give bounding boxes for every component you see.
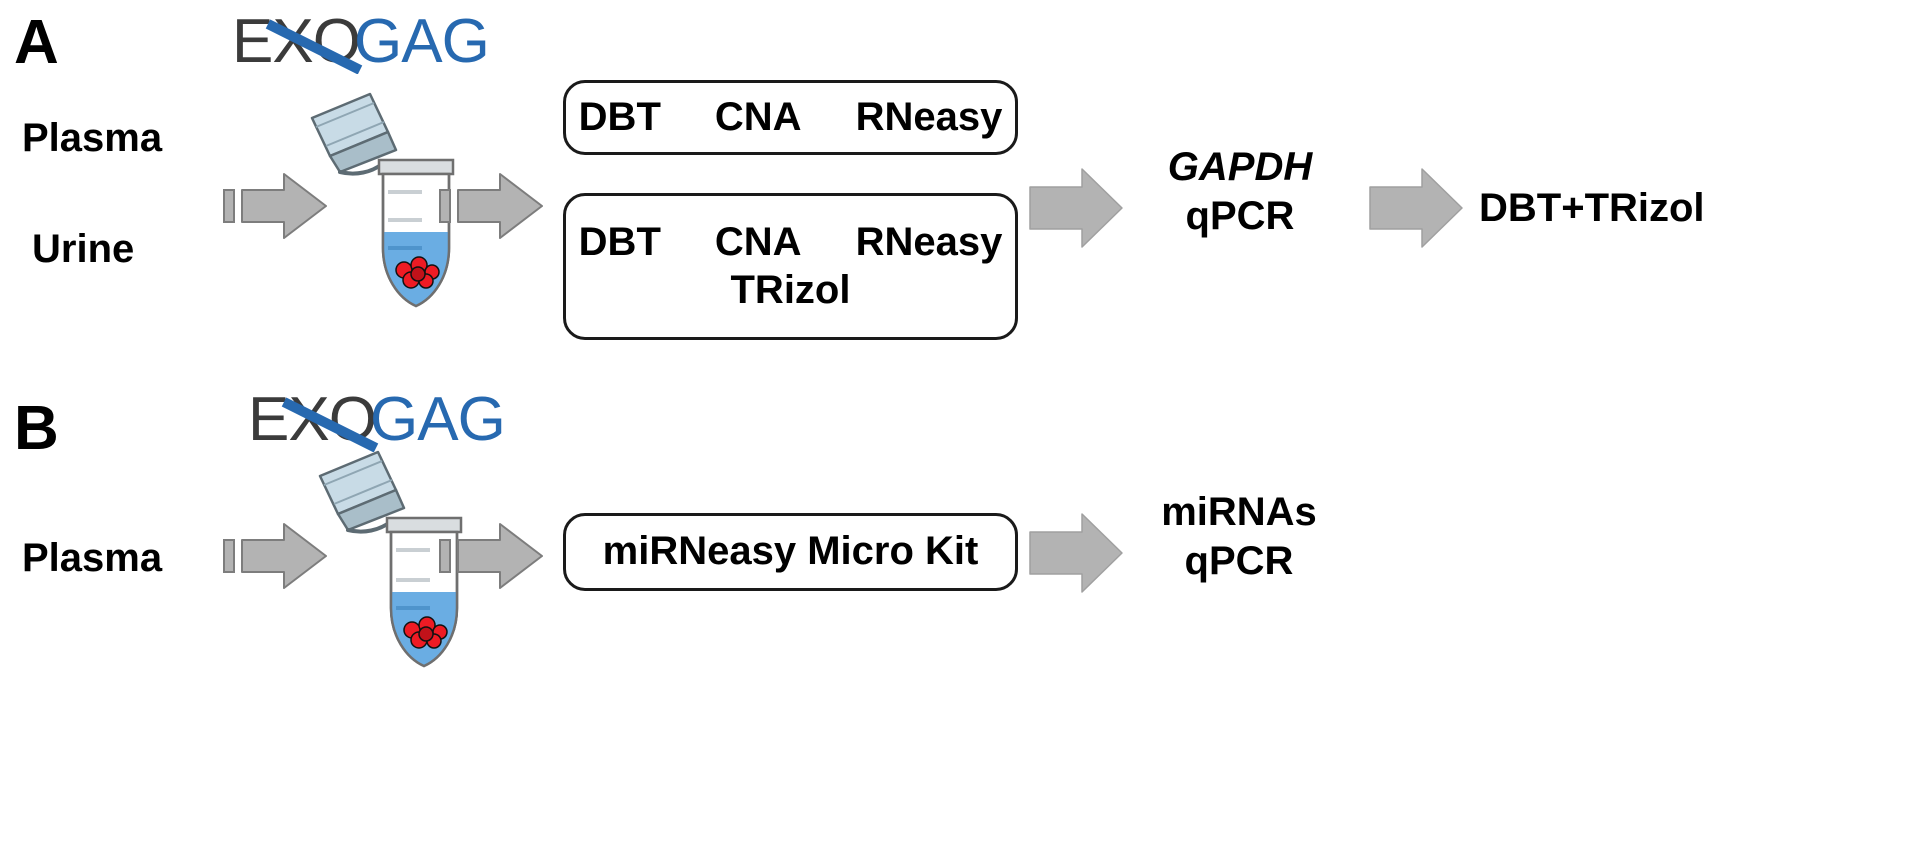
gapdh-qpcr-outcome: GAPDH qPCR	[1120, 143, 1360, 241]
gapdh-gene-label: GAPDH	[1167, 145, 1313, 189]
exogag-logo-blue-text: GAG	[370, 390, 505, 452]
sample-label-plasma-b: Plasma	[22, 536, 163, 580]
tube-graduation-marks	[388, 190, 422, 222]
extraction-methods-box-1[interactable]: DBT CNA RNeasy	[563, 80, 1018, 155]
right-block-arrow-icon-a2	[438, 170, 546, 242]
final-method-label: DBT+TRizol	[1479, 186, 1705, 230]
method-cna: CNA	[714, 220, 802, 265]
right-block-arrow-icon-a4	[1368, 165, 1464, 251]
method-cna: CNA	[714, 94, 802, 139]
exosome-cluster-icon	[395, 256, 440, 289]
method-dbt: DBT	[578, 220, 661, 265]
method-rneasy: RNeasy	[855, 94, 1003, 139]
extraction-methods-row: DBT CNA RNeasy	[566, 94, 1015, 141]
right-block-arrow-icon-b3	[1028, 510, 1124, 596]
extraction-methods-box-2[interactable]: DBT CNA RNeasy TRizol	[563, 193, 1018, 340]
mirnas-qpcr-outcome: miRNAs qPCR	[1114, 488, 1364, 586]
method-dbt: DBT	[578, 94, 661, 139]
microcentrifuge-tube-icon-a	[300, 80, 470, 310]
qpcr-label: qPCR	[1184, 538, 1294, 583]
panel-letter-b: B	[14, 394, 59, 463]
exogag-logo-blue-x-stroke	[265, 19, 363, 74]
right-block-arrow-icon-a1	[222, 170, 330, 242]
qpcr-label: qPCR	[1185, 193, 1295, 238]
exosome-cluster-icon	[403, 616, 448, 649]
kit-name-label: miRNeasy Micro Kit	[602, 529, 979, 574]
right-block-arrow-icon-a3	[1028, 165, 1124, 251]
exogag-logo-blue-text: GAG	[354, 12, 489, 74]
tube-cap	[310, 92, 398, 176]
mirneasy-kit-row: miRNeasy Micro Kit	[566, 528, 1015, 575]
tube-graduation-marks	[396, 548, 430, 582]
method-rneasy: RNeasy	[855, 220, 1003, 265]
exogag-logo-panel-b: EXO GAG	[248, 390, 518, 452]
exogag-logo-blue-x-stroke	[281, 397, 379, 452]
panel-letter-a: A	[14, 8, 59, 77]
mirneasy-kit-box[interactable]: miRNeasy Micro Kit	[563, 513, 1018, 591]
extraction-methods-row-1: DBT CNA RNeasy	[566, 219, 1015, 266]
right-block-arrow-icon-b2	[438, 520, 546, 592]
sample-label-urine-a: Urine	[32, 227, 135, 271]
method-trizol: TRizol	[730, 267, 851, 312]
sample-label-plasma-a: Plasma	[22, 116, 163, 160]
right-block-arrow-icon-b1	[222, 520, 330, 592]
extraction-methods-row-2: TRizol	[566, 267, 1015, 314]
exogag-logo-panel-a: EXO GAG	[232, 12, 502, 74]
mirnas-label: miRNAs	[1161, 490, 1317, 534]
tube-cap	[318, 450, 406, 534]
